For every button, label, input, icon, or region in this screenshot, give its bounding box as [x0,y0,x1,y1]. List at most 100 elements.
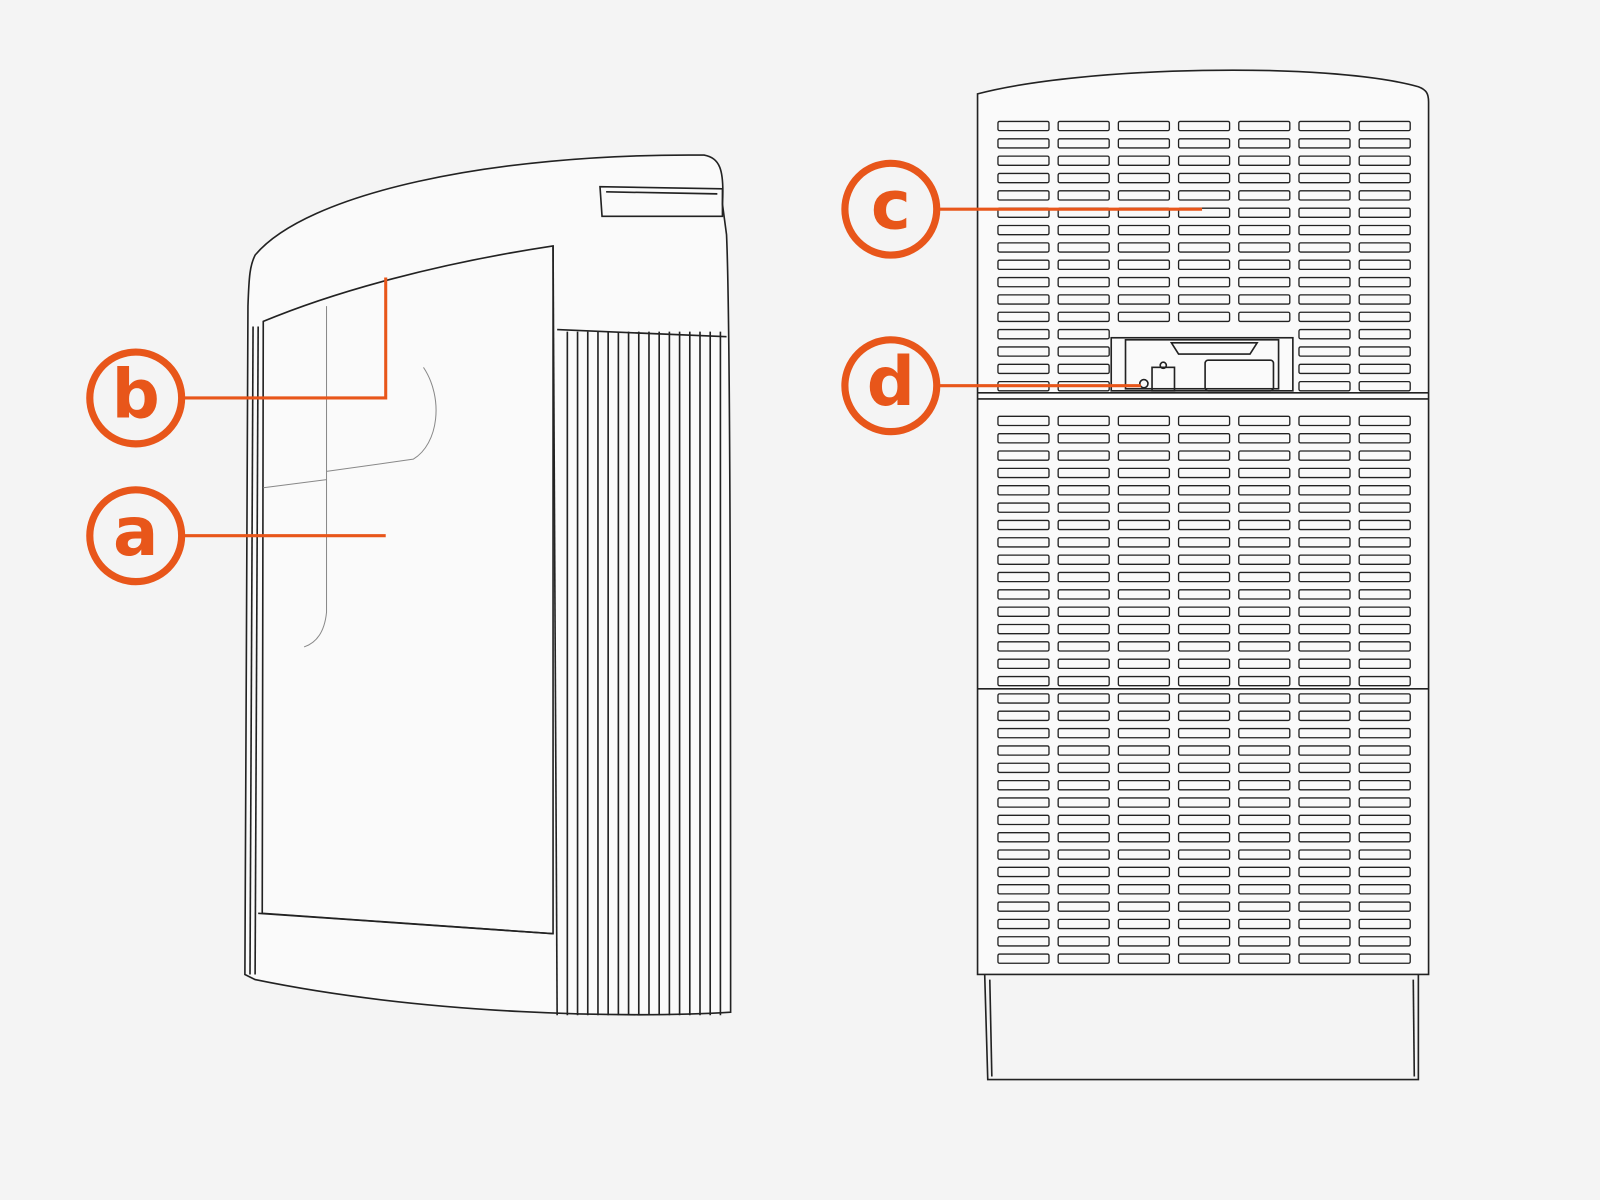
grill-slot [997,623,1050,635]
grill-slot [1117,294,1171,305]
grill-slot [1298,467,1351,479]
grill-slot [1238,710,1291,722]
grill-slot [1238,589,1291,600]
grill-slot [1117,172,1171,184]
grill-slot [1177,294,1231,305]
grill-slot [1177,727,1231,739]
grill-slot [1358,675,1411,687]
grill-slot [1238,571,1291,583]
grill-slot [1358,519,1411,531]
grill-slot [1238,884,1291,895]
grill-slot [1238,623,1291,635]
grill-slot [1177,658,1231,670]
grill-slot [997,953,1050,964]
grill-slot [1057,641,1110,652]
grill-slot [1057,866,1110,878]
grill-slot [1238,207,1291,219]
grill-slot [1358,224,1411,236]
grill-slot [1238,727,1291,739]
grill-slot [1057,311,1110,323]
grill-slot [1238,606,1291,617]
grill-slot [1298,918,1351,930]
grill-slot [1177,433,1231,444]
grill-slot [1298,224,1351,236]
grill-slot [1117,467,1171,479]
grill-slot [1057,884,1110,895]
callout-a: a [86,486,386,586]
grill-slot [1298,797,1351,808]
grill-slot [997,797,1050,808]
callout-label-a: a [113,492,158,571]
grill-slot [1117,259,1171,271]
grill-slot [1358,450,1411,461]
grill-slot [1358,537,1411,548]
grill-slot [1358,311,1411,323]
grill-slot [1117,589,1171,600]
grill-slot [1177,190,1231,201]
grill-slot [1117,606,1171,617]
grill-slot [1177,467,1231,479]
grill-slot [1358,259,1411,271]
grill-slot [1117,450,1171,461]
grill-slot [1358,276,1411,288]
grill-slot [1057,623,1110,635]
grill-slot [1298,433,1351,444]
grill-slot [1358,155,1411,166]
grill-slot [1238,554,1291,565]
grill-slot [1057,745,1110,756]
callout-label-d: d [867,342,915,421]
grill-slot [1238,138,1291,149]
purifier-front-view [976,69,1430,1081]
callout-label-c: c [871,166,911,245]
grill-slot [997,554,1050,565]
callout-label-b: b [112,354,160,433]
grill-slot [1057,276,1110,288]
grill-slot [1238,276,1291,288]
grill-slot [1177,138,1231,149]
grill-slot [1117,675,1171,687]
grill-slot [997,519,1050,531]
grill-slot [1238,242,1291,253]
grill-slot [1117,502,1171,513]
grill-slot [1238,901,1291,912]
grill-slot [1298,641,1351,652]
grill-slot [1238,918,1291,930]
grill-slot [1057,415,1110,427]
grill-slot [1298,745,1351,756]
grill-slot [997,710,1050,722]
grill-slot [1358,727,1411,739]
grill-slot [1057,901,1110,912]
grill-slot [1057,814,1110,826]
grill-slot [1238,675,1291,687]
grill-slot [1117,641,1171,652]
grill-slot [997,675,1050,687]
grill-slot [1298,606,1351,617]
grill-slot [1117,155,1171,166]
grill-slot [1298,936,1351,947]
grill-slot [1177,953,1231,964]
grill-slot [1358,866,1411,878]
grill-slot [1358,120,1411,132]
grill-slot [1298,502,1351,513]
grill-slot [1117,623,1171,635]
grill-slot [1358,172,1411,184]
grill-slot [997,571,1050,583]
grill-slot [1117,953,1171,964]
grill-slot [1177,589,1231,600]
grill-slot [1298,658,1351,670]
grill-slot [1057,831,1110,843]
grill-slot [1358,502,1411,513]
grill-slot [997,346,1050,357]
grill-slot [1177,779,1231,791]
grill-slot [1057,918,1110,930]
grill-slot [997,155,1050,166]
grill-slot [1358,884,1411,895]
grill-slot [1117,936,1171,947]
grill-slot [1177,884,1231,895]
grill-slot [1177,207,1231,219]
grill-slot [1177,849,1231,860]
grill-slot [1358,814,1411,826]
grill-slot [1298,884,1351,895]
grill-slot [1238,433,1291,444]
